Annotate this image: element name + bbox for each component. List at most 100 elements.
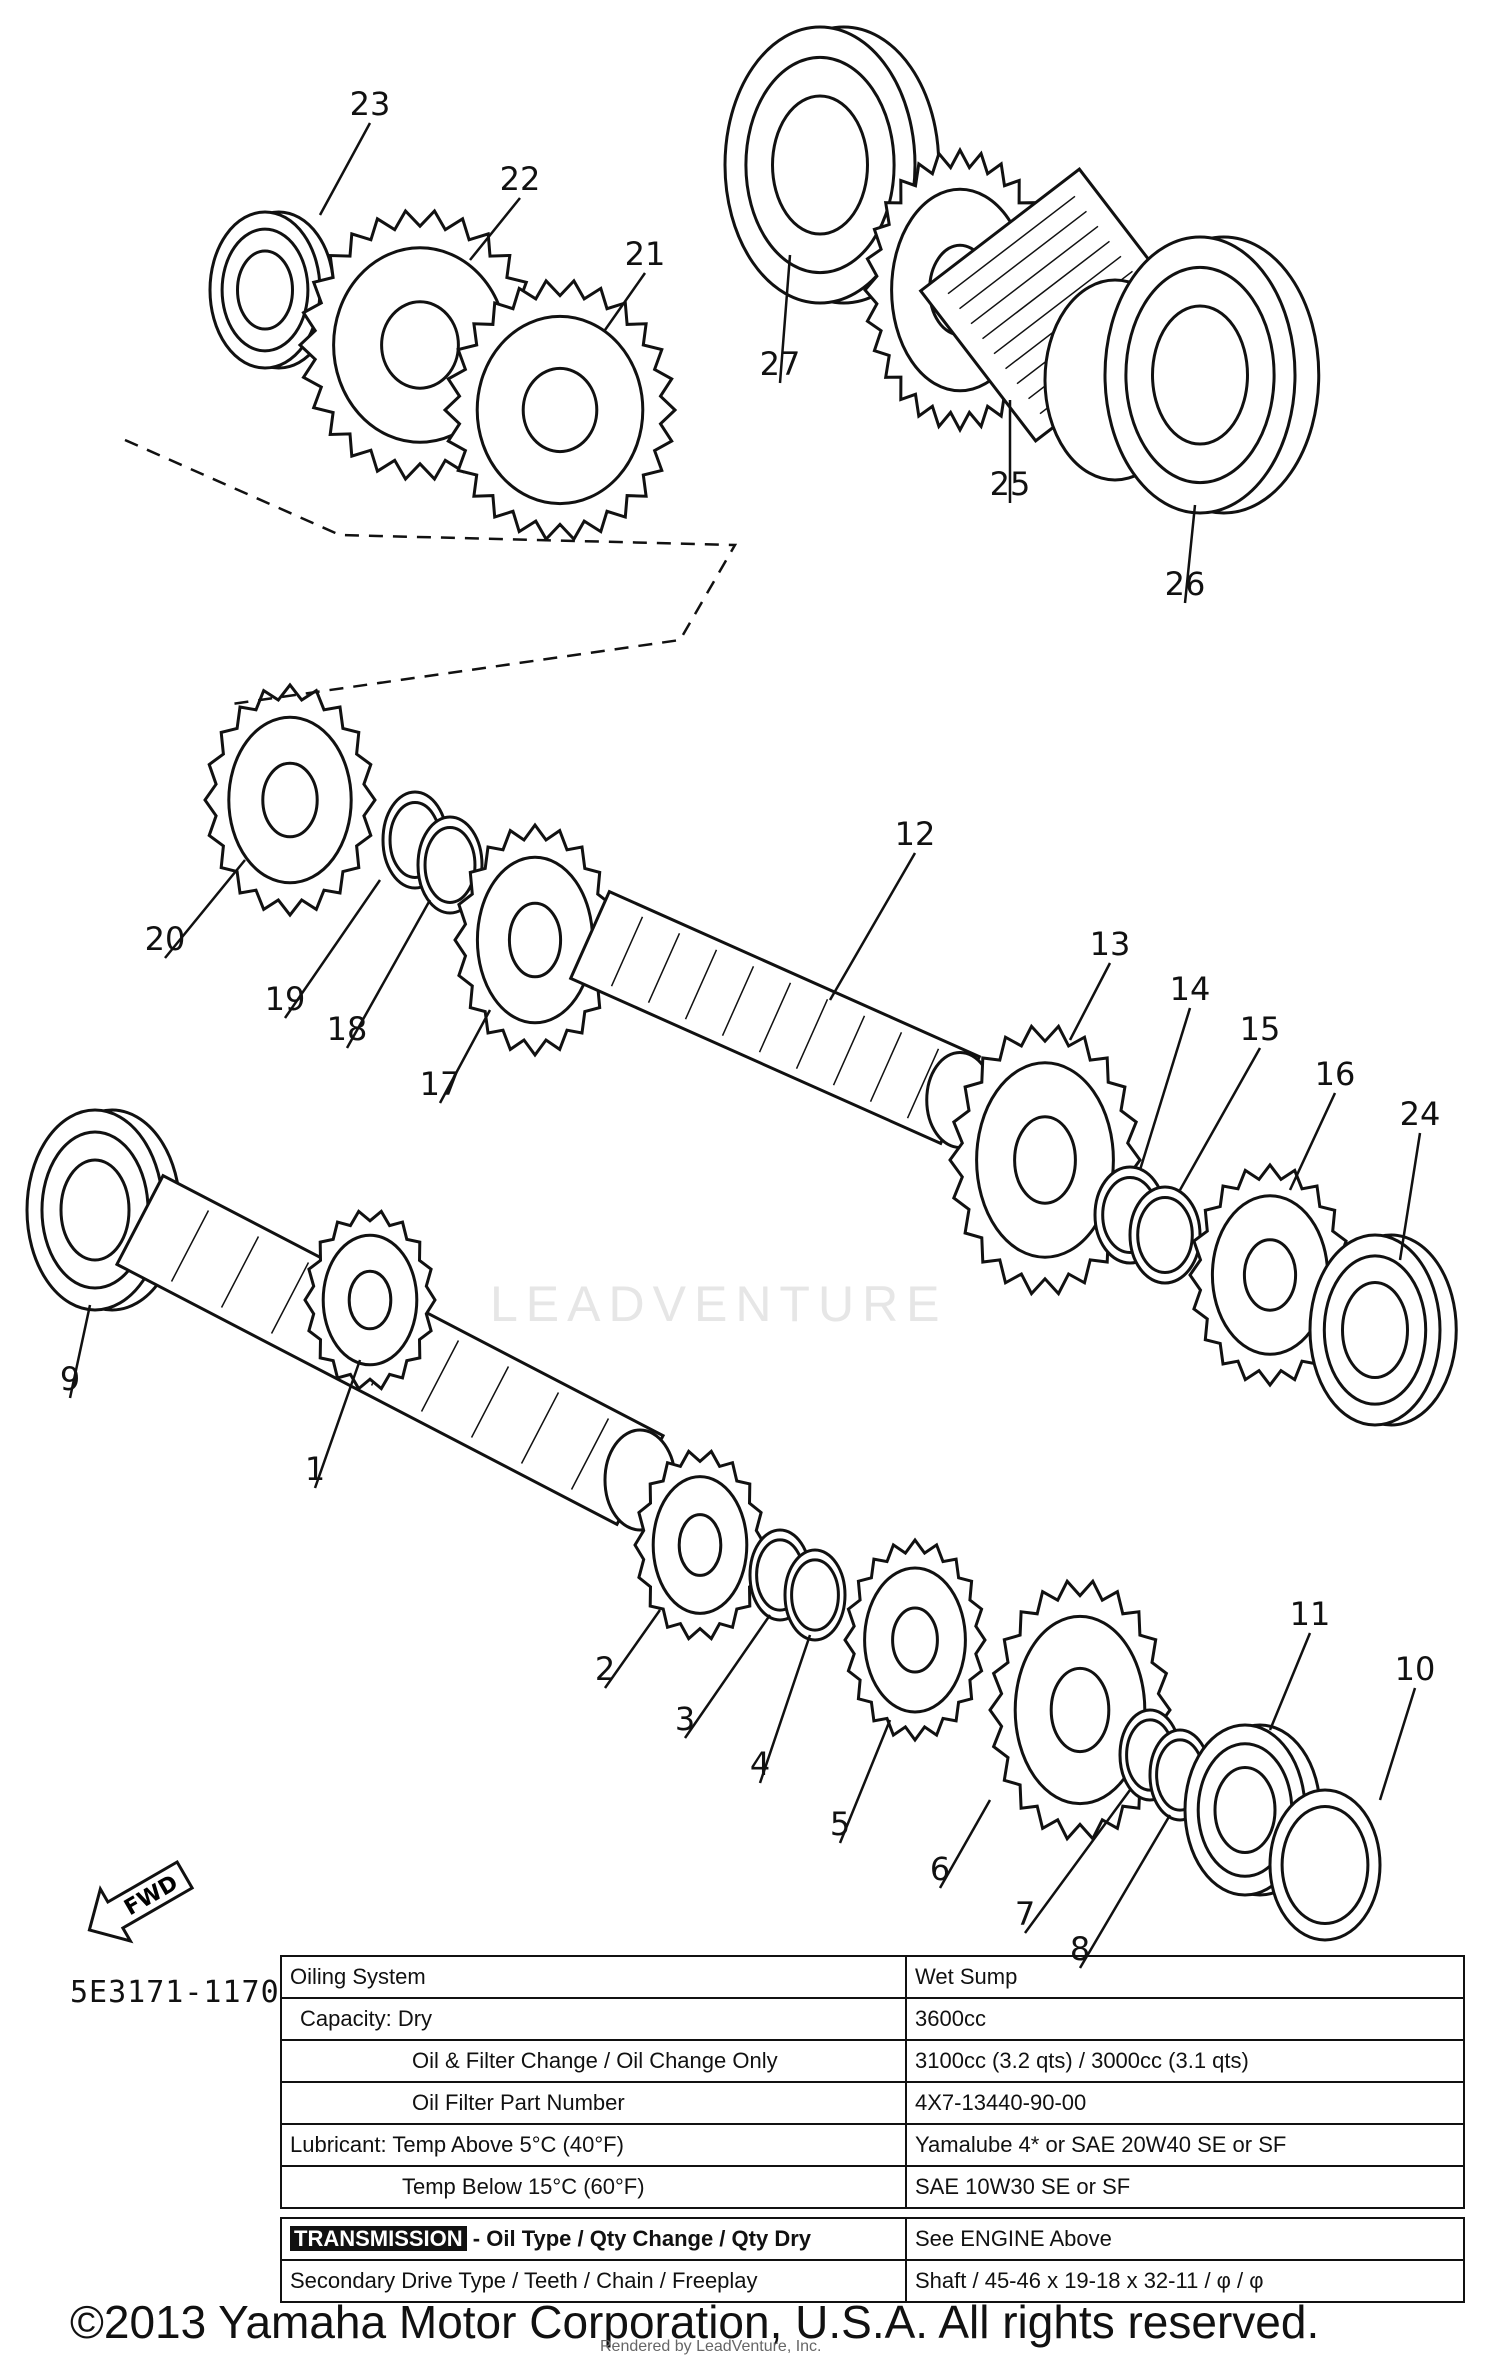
spec-label: Temp Below 15°C (60°F) (280, 2165, 907, 2209)
leader-line (313, 1359, 362, 1489)
callout-4: 4 (750, 1745, 770, 1783)
callout-22: 22 (500, 160, 541, 198)
callout-21: 21 (625, 235, 666, 273)
gear-13 (948, 1023, 1142, 1297)
spec-row: Temp Below 15°C (60°F) SAE 10W30 SE or S… (280, 2165, 1465, 2209)
callout-2: 2 (595, 1650, 615, 1688)
circlip-4 (783, 1548, 847, 1642)
leader-line (603, 272, 647, 331)
spec-value: Wet Sump (905, 1955, 1465, 1999)
countershaft-12 (568, 889, 995, 1149)
leader-line (345, 899, 432, 1049)
leader-line (1378, 1687, 1417, 1801)
spec-label: Secondary Drive Type / Teeth / Chain / F… (280, 2259, 907, 2303)
gear-2 (633, 1449, 767, 1641)
spec-value: SAE 10W30 SE or SF (905, 2165, 1465, 2209)
gear-5 (843, 1537, 987, 1743)
circlip-15 (1128, 1185, 1202, 1285)
transmission-label: - Oil Type / Qty Change / Qty Dry (466, 2226, 812, 2251)
leader-line (283, 879, 382, 1019)
spec-value: Yamalube 4* or SAE 20W40 SE or SF (905, 2123, 1465, 2167)
spec-value: See ENGINE Above (905, 2217, 1465, 2261)
spec-row: Oiling System Wet Sump (280, 1955, 1465, 1999)
transmission-heading: TRANSMISSION (290, 2226, 467, 2251)
spec-gap (281, 2207, 1464, 2219)
leader-line (469, 197, 521, 261)
gear-20 (203, 682, 377, 918)
forward-arrow-icon: FWD (87, 1859, 195, 1944)
leader-line (1398, 1132, 1422, 1261)
spec-row-transmission: TRANSMISSION - Oil Type / Qty Change / Q… (280, 2217, 1465, 2261)
spec-value: 4X7-13440-90-00 (905, 2081, 1465, 2125)
watermark: LEADVENTURE (490, 1276, 948, 1332)
gear-16 (1188, 1162, 1352, 1388)
callout-17: 17 (420, 1065, 461, 1103)
leader-line (164, 859, 246, 959)
gear-17 (453, 822, 617, 1058)
spec-row: Oil Filter Part Number 4X7-13440-90-00 (280, 2081, 1465, 2125)
leader-line (778, 254, 792, 384)
spec-row: Lubricant: Temp Above 5°C (40°F) Yamalub… (280, 2123, 1465, 2167)
leader-line (828, 852, 917, 1001)
callout-27: 27 (760, 345, 801, 383)
callout-20: 20 (145, 920, 186, 958)
leader-line (938, 1799, 992, 1889)
circlip-18 (416, 815, 484, 915)
callout-14: 14 (1170, 970, 1211, 1008)
callout-12: 12 (895, 815, 936, 853)
leader-line (318, 122, 372, 216)
leader-line (1268, 1632, 1312, 1731)
callout-15: 15 (1240, 1010, 1281, 1048)
specifications-table: Oiling System Wet Sump Capacity: Dry 360… (280, 1955, 1465, 2303)
callout-26: 26 (1165, 565, 1206, 603)
spec-row: Oil & Filter Change / Oil Change Only 31… (280, 2039, 1465, 2083)
leader-line (1178, 1047, 1262, 1191)
copyright-notice: ©2013 Yamaha Motor Corporation, U.S.A. A… (70, 2296, 1320, 2348)
bearing-26 (1103, 235, 1321, 515)
leader-line (1068, 962, 1112, 1041)
spec-label: Lubricant: Temp Above 5°C (40°F) (280, 2123, 907, 2167)
callout-25: 25 (990, 465, 1031, 503)
callout-9: 9 (60, 1360, 80, 1398)
render-credit: Rendered by LeadVenture, Inc. (600, 2338, 822, 2355)
leader-line (1288, 1092, 1337, 1191)
diagram-code: 5E3171-1170 (70, 1975, 280, 2010)
callout-13: 13 (1090, 925, 1131, 963)
spec-value: 3600cc (905, 1997, 1465, 2041)
callout-11: 11 (1290, 1595, 1331, 1633)
callout-24: 24 (1400, 1095, 1441, 1133)
leader-line (758, 1634, 812, 1784)
callout-16: 16 (1315, 1055, 1356, 1093)
spec-row-secondary: Secondary Drive Type / Teeth / Chain / F… (280, 2259, 1465, 2303)
spec-label: Oil Filter Part Number (280, 2081, 907, 2125)
gear-1-integral (303, 1209, 437, 1391)
callout-3: 3 (675, 1700, 695, 1738)
callout-18: 18 (327, 1010, 368, 1048)
callout-23: 23 (350, 85, 391, 123)
callout-6: 6 (930, 1850, 950, 1888)
leader-line (838, 1719, 892, 1844)
leader-line (683, 1614, 772, 1739)
callout-1: 1 (305, 1450, 325, 1488)
spec-label: Oiling System (280, 1955, 907, 1999)
callout-5: 5 (830, 1805, 850, 1843)
leader-line (603, 1609, 662, 1689)
assembly-dashed-outline (124, 438, 738, 707)
spec-label: Capacity: Dry (280, 1997, 907, 2041)
leader-line (1023, 1789, 1132, 1934)
callout-7: 7 (1015, 1895, 1035, 1933)
spec-value: Shaft / 45-46 x 19-18 x 32-11 / φ / φ (905, 2259, 1465, 2303)
spec-label: Oil & Filter Change / Oil Change Only (280, 2039, 907, 2083)
bearing-24 (1308, 1233, 1458, 1427)
spec-label: TRANSMISSION - Oil Type / Qty Change / Q… (280, 2217, 907, 2261)
spec-row: Capacity: Dry 3600cc (280, 1997, 1465, 2041)
leader-line (1183, 504, 1197, 604)
gear-21 (442, 278, 678, 542)
callout-19: 19 (265, 980, 306, 1018)
leader-line (1138, 1007, 1192, 1171)
callout-10: 10 (1395, 1650, 1436, 1688)
oil-seal-10 (1268, 1788, 1382, 1942)
leader-line (1078, 1814, 1172, 1969)
spec-value: 3100cc (3.2 qts) / 3000cc (3.1 qts) (905, 2039, 1465, 2083)
